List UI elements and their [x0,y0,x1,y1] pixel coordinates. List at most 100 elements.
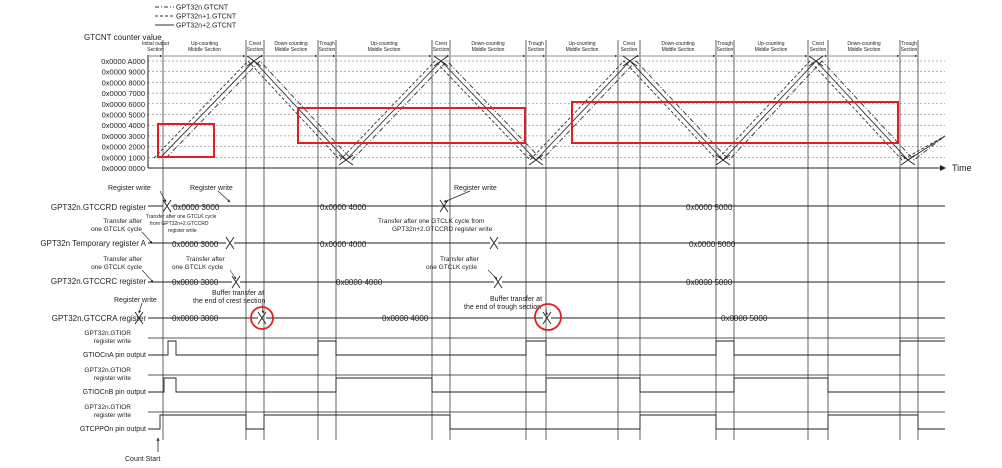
annotation-transfer-a-arrow [141,231,153,244]
label-gtccra: GPT32n.GTCCRA register [52,314,147,323]
y-tick-label: 0x0000 A000 [101,57,145,66]
legend-entry-n: GPT32n.GTCNT [176,5,229,12]
label-gtior-write-b-line1: GPT32n.GTIOR [84,367,131,374]
label-gtior-write-c-line1: GPT32n.GTIOR [84,404,131,411]
section-label-line2: Section [901,47,918,53]
annotation-transfer-a-line2: one GTCLK cycle [91,226,142,233]
peak-marker [900,154,916,166]
pin-outputs [148,337,945,430]
annotation-buffer-trough-line2: the end of trough section [464,304,541,311]
section-label-line1: Up-counting [758,41,785,47]
annotation-register-write-3: Register write [454,185,497,192]
gtccrd-value-1: 0x0000 3000 [173,203,220,212]
highlight-box-2 [297,107,526,144]
annotation-register-write-2: Register write [190,185,233,192]
label-gtior-write-b-line2: register write [94,375,132,382]
annotation-register-write-2-arrow [217,190,231,203]
gtccrd-value-3: 0x0000 5000 [686,203,733,212]
annotation-buffer-crest-line2: the end of crest section [193,298,265,305]
annotation-transfer-d-line1: Transfer after [440,256,480,263]
y-tick-label: 0x0000 9000 [102,68,145,77]
label-temp-register-a: GPT32n Temporary register A [40,239,146,248]
annotation-buffer-trough-arrow [545,308,548,316]
annotation-register-write-1: Register write [108,185,151,192]
label-gtcppon: GTCPPOn pin output [80,426,146,433]
annotation-transfer-b-line2: one GTCLK cycle [91,264,142,271]
y-tick-label: 0x0000 0000 [102,164,145,173]
section-label-line2: Middle Section [368,47,401,53]
section-label-line1: Up-counting [569,41,596,47]
peak-marker [246,55,262,67]
section-label-line1: Down-counting [471,41,505,47]
annotation-transfer-b-arrow [141,269,154,283]
waveform-gtcnt-n2 [159,60,946,161]
peak-marker [808,55,824,67]
annotation-buffer-crest-line1: Buffer transfer at [212,290,264,297]
annotation-buffer-trough-line1: Buffer transfer at [490,296,542,303]
annotation-transfer-d-arrow [487,269,498,280]
count-start-label: Count Start [125,456,160,463]
annotation-transfer-n2-line1: Transfer after one GTCLK cycle [146,214,217,220]
section-dividers [162,40,919,440]
section-label-line1: Down-counting [847,41,881,47]
label-gtccrc: GPT32n.GTCCRC register [51,277,146,286]
section-label-line2: Section [528,47,545,53]
section-label-line1: Crest [249,41,262,47]
annotation-transfer-c-line1: Transfer after [186,256,226,263]
temp-a-value-3: 0x0000 5000 [689,240,736,249]
section-label-line1: Up-counting [191,41,218,47]
legend-entry-n2: GPT32n+2.GTCNT [176,23,237,30]
highlight-circle-crest [250,306,274,330]
annotation-transfer-n2-line3: register write [168,228,197,234]
section-label-line2: Section [319,47,336,53]
gtccra-value-2: 0x0000 4000 [382,314,429,323]
section-label-line1: Crest [435,41,448,47]
section-label-line2: Section [717,47,734,53]
peak-marker [338,154,354,166]
bus-gtccra-initial-write [134,311,144,325]
y-tick-label: 0x0000 2000 [102,143,145,152]
section-label-line1: Trough [528,41,544,47]
section-label-line2: Middle Section [472,47,505,53]
section-label-line2: Section [810,47,827,53]
highlight-box-3 [571,101,899,144]
gtiocnb-waveform [148,377,945,393]
bus-gtccra-change-2 [542,311,552,325]
gtiocna-waveform [148,340,945,356]
gtccrc-value-3: 0x0000 5000 [686,278,733,287]
section-label-line1: Down-counting [274,41,308,47]
y-tick-label: 0x0000 1000 [102,153,145,162]
legend-entry-n1: GPT32n+1.GTCNT [176,14,237,21]
annotation-transfer-n2b-line2: GPT32n+2.GTCCRD register write [392,226,493,233]
label-gtiocna: GTIOCnA pin output [83,352,146,359]
gtccrd-value-2: 0x0000 4000 [320,203,367,212]
waveform-gtcnt-n1 [153,60,946,161]
annotation-transfer-c-arrow [229,269,237,280]
annotation-transfer-b-line1: Transfer after [103,256,143,263]
gtccra-value-1: 0x0000 3000 [172,314,219,323]
bus-gtccra-change-1 [257,311,267,325]
label-gtccrd: GPT32n.GTCCRD register [51,203,146,212]
label-gtiocnb: GTIOCnB pin output [83,389,146,396]
section-label-line1: Down-counting [661,41,695,47]
bus-temp-a-change-2 [489,236,499,250]
y-tick-label: 0x0000 6000 [102,100,145,109]
peak-marker [715,154,731,166]
counter-waveforms [153,55,946,166]
peak-marker [622,55,638,67]
annotation-transfer-n2-line2: from GPT32n+2.GTCCRD [150,221,209,227]
waveform-gtcnt-n [165,60,946,161]
section-label-line2: Section [247,47,264,53]
annotation-transfer-c-line2: one GTCLK cycle [172,264,223,271]
peak-marker [433,55,449,67]
y-tick-label: 0x0000 3000 [102,132,145,141]
gtccrc-value-2: 0x0000 4000 [336,278,383,287]
temp-a-value-1: 0x0000 3000 [172,240,219,249]
y-tick-label: 0x0000 4000 [102,121,145,130]
y-tick-label: 0x0000 7000 [102,89,145,98]
register-values: 0x0000 3000 0x0000 4000 0x0000 5000 0x00… [172,203,768,323]
peak-marker [528,154,544,166]
